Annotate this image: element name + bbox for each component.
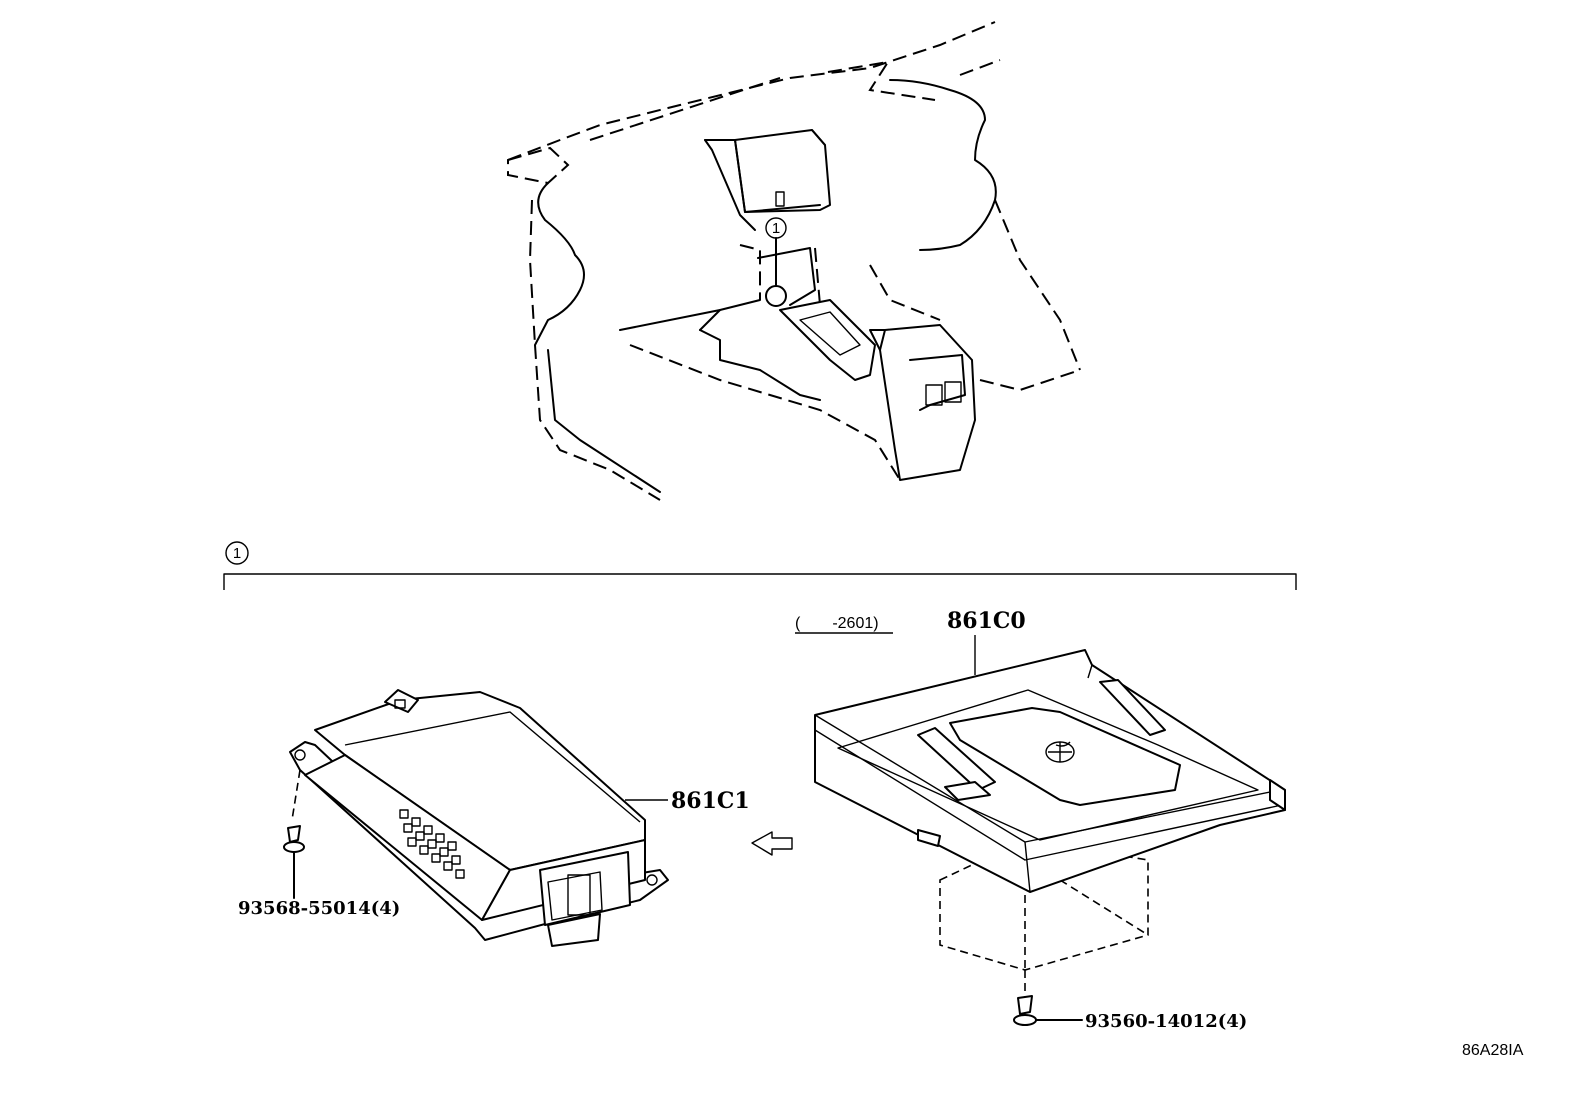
part-number-screw-pad: 93560-14012(4)	[1085, 1011, 1247, 1032]
replacement-arrow-icon	[751, 831, 793, 856]
wireless-charger-pad-drawing	[795, 632, 1286, 1026]
detail-header-circle	[225, 541, 249, 565]
part-number-861c1: 861C1	[671, 788, 750, 814]
illustration-id: 86A28IA	[1462, 1042, 1524, 1059]
charger-module-drawing	[283, 689, 669, 947]
applicability-range-label: ( -2601)	[795, 615, 879, 632]
detail-marker-circle	[765, 217, 787, 239]
detail-bracket	[223, 573, 1297, 590]
part-number-screw-module: 93568-55014(4)	[238, 898, 400, 919]
wireless-charging-icon	[1045, 741, 1075, 763]
detail-marker-number: 1	[772, 220, 780, 237]
dashboard-locator-view: 1	[507, 21, 1081, 501]
detail-header: 1	[223, 541, 1297, 590]
detail-header-number: 1	[233, 545, 241, 562]
part-number-861c0: 861C0	[947, 608, 1026, 634]
